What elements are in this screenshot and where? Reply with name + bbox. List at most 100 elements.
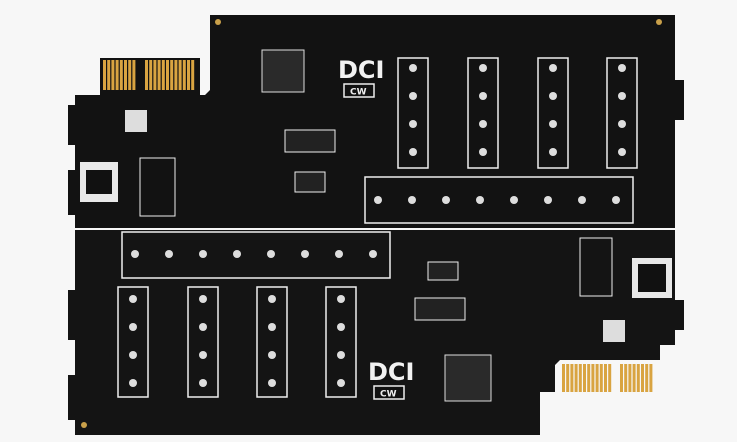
pad-hole (335, 250, 343, 258)
pad-hole (374, 196, 382, 204)
gold-finger (624, 364, 628, 392)
pad-hole (131, 250, 139, 258)
pad-hole (409, 92, 417, 100)
logo-badge (373, 385, 405, 400)
pad-hole (199, 295, 207, 303)
pad-hole (301, 250, 309, 258)
pad-hole (337, 351, 345, 359)
gold-finger (178, 60, 182, 90)
gold-finger (153, 60, 157, 90)
pad-hole (549, 64, 557, 72)
chip-outline (139, 157, 176, 217)
gold-finger (562, 364, 565, 392)
pad-hole (337, 323, 345, 331)
gold-finger (587, 364, 591, 392)
pad-hole (268, 295, 276, 303)
gold-finger (570, 364, 574, 392)
pad-hole (618, 148, 626, 156)
gold-finger (161, 60, 165, 90)
component (638, 264, 666, 292)
gold-finger (595, 364, 599, 392)
pad-hole (612, 196, 620, 204)
pad-strip (121, 231, 391, 279)
qfn-chip (444, 354, 492, 402)
pad-hole (479, 148, 487, 156)
qfn-chip (261, 49, 305, 93)
soic-chip (284, 129, 336, 153)
gold-finger (649, 364, 653, 392)
pad-strip (467, 57, 499, 169)
gold-finger (103, 60, 106, 90)
upper-board (68, 15, 684, 228)
pad-strip (364, 176, 634, 224)
chip (125, 110, 147, 132)
pad-hole (442, 196, 450, 204)
pad-hole (199, 351, 207, 359)
gold-finger (170, 60, 174, 90)
pad-strips (117, 57, 638, 398)
gold-finger (166, 60, 169, 90)
component (86, 170, 112, 194)
fiducial (81, 422, 87, 428)
pad-hole (337, 295, 345, 303)
gold-finger (174, 60, 178, 90)
pad-hole (476, 196, 484, 204)
pad-hole (129, 295, 137, 303)
gold-finger (115, 60, 119, 90)
pad-hole (618, 120, 626, 128)
gold-finger (119, 60, 123, 90)
logo-text: DCI (338, 56, 384, 84)
pad-strip (117, 286, 149, 398)
pad-hole (549, 120, 557, 128)
pad-hole (268, 351, 276, 359)
fiducial (656, 19, 662, 25)
pad-hole (578, 196, 586, 204)
fiducial (215, 19, 221, 25)
pad-strip (537, 57, 569, 169)
gold-finger (628, 364, 632, 392)
gold-finger (128, 60, 132, 90)
gold-finger (107, 60, 111, 90)
pad-strip (606, 57, 638, 169)
pad-hole (129, 323, 137, 331)
chip (603, 320, 625, 342)
pad-hole (408, 196, 416, 204)
gold-finger (641, 364, 644, 392)
gold-finger (583, 364, 586, 392)
logo-text: DCI (368, 358, 414, 386)
lower-board (68, 230, 684, 435)
gold-finger (604, 364, 607, 392)
pad-hole (479, 92, 487, 100)
pad-hole (129, 379, 137, 387)
gold-finger (636, 364, 640, 392)
pad-hole (369, 250, 377, 258)
pad-strip (256, 286, 288, 398)
pad-hole (268, 323, 276, 331)
gold-finger (191, 60, 195, 90)
logo-top: DCI CW (338, 56, 384, 98)
gold-finger (620, 364, 623, 392)
gold-finger (149, 60, 153, 90)
gold-finger (632, 364, 636, 392)
gold-finger (124, 60, 127, 90)
pad-strip (187, 286, 219, 398)
gold-finger (157, 60, 161, 90)
pad-hole (618, 64, 626, 72)
pad-hole (510, 196, 518, 204)
gold-finger (111, 60, 115, 90)
pad-hole (618, 92, 626, 100)
pad-strip (397, 57, 429, 169)
pad-hole (479, 120, 487, 128)
pad-hole (199, 250, 207, 258)
soic-chip (427, 261, 459, 281)
pad-hole (267, 250, 275, 258)
gold-finger (132, 60, 136, 90)
gold-finger (182, 60, 186, 90)
gold-finger (574, 364, 578, 392)
logo-subtext: CW (350, 88, 367, 98)
pad-hole (199, 379, 207, 387)
gold-finger (145, 60, 148, 90)
pad-hole (199, 323, 207, 331)
